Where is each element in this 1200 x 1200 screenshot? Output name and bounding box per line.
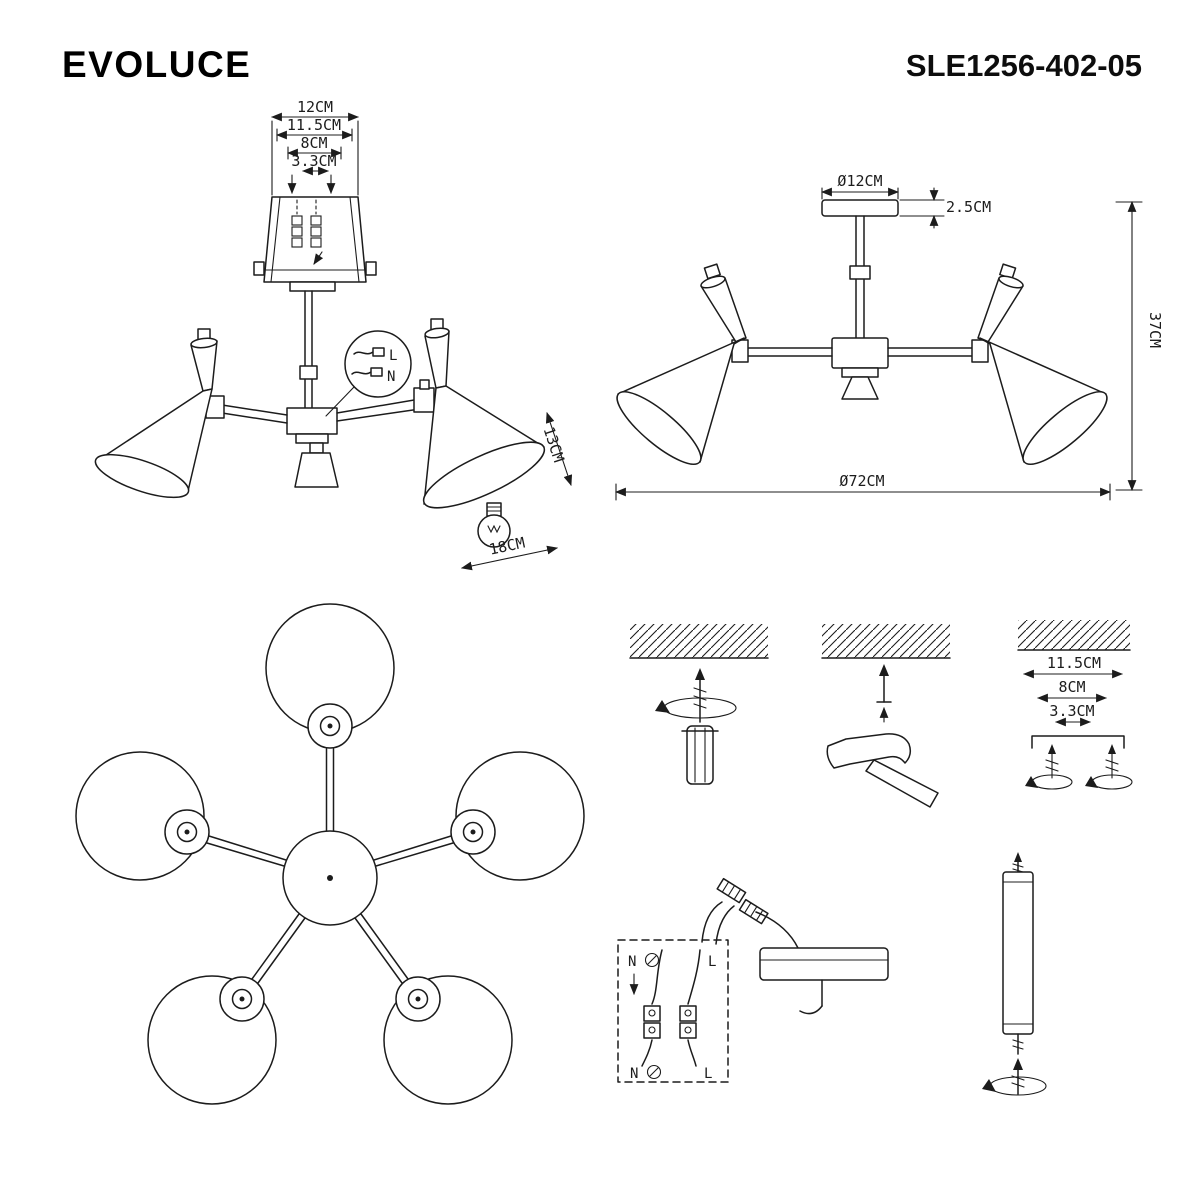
- left-arm-perspective: [205, 395, 288, 424]
- side-view: Ø12CM 2.5CM: [614, 172, 1164, 501]
- mount-dim-3-3cm: 3.3CM: [1049, 702, 1094, 720]
- terminal-label-n-top: N: [628, 954, 636, 970]
- terminal-block-left: [643, 1005, 661, 1039]
- ceiling-hatch: [630, 624, 768, 658]
- install-step-wiring: N L: [617, 877, 889, 1083]
- hammer-icon: [826, 733, 939, 808]
- terminal-label-l-bottom: L: [704, 1066, 712, 1082]
- canopy-height-dimension: 2.5CM: [899, 187, 991, 229]
- height-dimension: 37CM: [1115, 200, 1164, 492]
- bulb-icon: [477, 502, 511, 548]
- bracket-screw-right: [1085, 744, 1133, 790]
- dim-12cm: 12CM: [297, 98, 333, 116]
- mount-dim-8cm: 8CM: [1058, 678, 1085, 696]
- dim-canopy-diameter: Ø12CM: [837, 172, 882, 190]
- canopy-diameter-dimension: Ø12CM: [820, 172, 900, 200]
- screw-rotation-icon: [655, 668, 737, 723]
- install-step-anchor: [629, 624, 769, 785]
- terminal-box: N L: [617, 939, 729, 1083]
- right-shade-side: [977, 263, 1108, 465]
- socket-top: [307, 703, 353, 749]
- diameter-dimension: Ø72CM: [614, 472, 1112, 501]
- left-shade-side: [616, 263, 747, 465]
- top-view: [75, 603, 585, 1105]
- ceiling-hatch: [1018, 620, 1130, 650]
- bracket-dimensions: 12CM 11.5CM 8CM 3.3CM: [270, 98, 360, 196]
- install-step-hammer: [821, 624, 951, 808]
- dim-3-3cm: 3.3CM: [291, 152, 336, 170]
- socket-upper-left: [164, 809, 210, 855]
- rod-screw-rotation-icon: [982, 1058, 1047, 1096]
- installation-steps: 11.5CM 8CM 3.3CM: [617, 620, 1133, 1096]
- dim-canopy-height: 2.5CM: [946, 198, 991, 216]
- right-arm-perspective: [336, 379, 435, 422]
- install-step-bracket: 11.5CM 8CM 3.3CM: [1017, 620, 1133, 790]
- shade-width-dimension: 18CM: [460, 534, 559, 571]
- stem-and-hub-perspective: [286, 290, 339, 488]
- right-shade-perspective: [422, 318, 546, 509]
- dim-13cm: 13CM: [540, 424, 568, 464]
- dim-11-5cm: 11.5CM: [287, 116, 341, 134]
- brand-logo: EVOLUCE: [62, 44, 252, 85]
- mount-dim-11-5cm: 11.5CM: [1047, 654, 1101, 672]
- model-number: SLE1256-402-05: [905, 48, 1142, 83]
- ceiling-hatch: [822, 624, 950, 658]
- wire-label-n: N: [387, 369, 395, 385]
- dim-37cm: 37CM: [1146, 312, 1164, 348]
- canopy-perspective: [253, 196, 377, 292]
- terminal-block-right: [679, 1005, 697, 1039]
- bracket-screw-left: [1025, 744, 1073, 790]
- socket-lower-right: [395, 976, 441, 1022]
- socket-upper-right: [450, 809, 496, 855]
- wall-plug-icon: [681, 725, 719, 785]
- socket-lower-left: [219, 976, 265, 1022]
- canopy-side-view: [759, 947, 889, 1015]
- threaded-rod: [1002, 852, 1034, 1055]
- wire-label-l: L: [389, 348, 397, 364]
- lamp-side: [731, 199, 989, 400]
- anchor-pin-icon: [876, 664, 892, 723]
- dim-72cm: Ø72CM: [839, 472, 884, 490]
- left-shade-perspective: [94, 328, 218, 499]
- wiring-detail-circle: L N: [325, 330, 412, 417]
- perspective-view: 12CM 11.5CM 8CM 3.3CM: [94, 98, 573, 571]
- wire-connector-knot: [701, 877, 799, 949]
- dim-8cm: 8CM: [300, 134, 327, 152]
- terminal-label-l-top: L: [708, 954, 716, 970]
- install-step-rod: [982, 852, 1047, 1096]
- terminal-label-n-bottom: N: [630, 1066, 638, 1082]
